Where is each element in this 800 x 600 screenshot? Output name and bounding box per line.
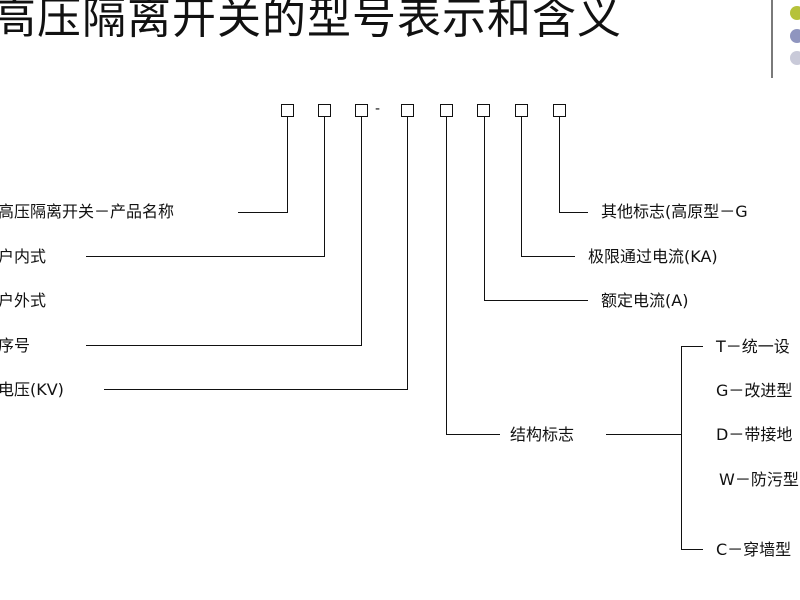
label-limit-current: 极限通过电流(KA) — [588, 247, 718, 266]
connector-box8-vertical — [559, 117, 561, 213]
connector-box7-horizontal — [521, 256, 575, 258]
page-title: 高压隔离开关的型号表示和含义 — [0, 0, 622, 44]
structure-code-t: T－统一设 — [716, 337, 790, 356]
code-separator: - — [375, 101, 381, 117]
structure-code-w: W－防污型 — [719, 470, 799, 489]
connector-box1-vertical — [287, 117, 289, 213]
label-voltage: 电压(KV) — [0, 380, 64, 399]
connector-box6-vertical — [484, 117, 486, 301]
label-other-marks: 其他标志(高原型－G — [601, 202, 748, 221]
connector-box2-horizontal — [86, 256, 325, 258]
label-indoor: 户内式 — [0, 247, 47, 266]
connector-box4-vertical — [407, 117, 409, 390]
decorative-dot-green — [790, 6, 800, 20]
code-box-6 — [477, 104, 490, 117]
decorative-dot-light — [790, 51, 800, 65]
structure-code-c: C－穿墙型 — [716, 540, 792, 559]
connector-box3-vertical — [361, 117, 363, 346]
code-box-1 — [281, 104, 294, 117]
code-box-2 — [318, 104, 331, 117]
label-product-name: 高压隔离开关－产品名称 — [0, 202, 175, 221]
label-structure-mark: 结构标志 — [510, 425, 575, 444]
connector-box5-vertical — [446, 117, 448, 435]
connector-box1-horizontal — [238, 212, 288, 214]
connector-box7-vertical — [521, 117, 523, 257]
bracket-bottom-tick — [681, 549, 703, 551]
decorative-divider — [771, 0, 773, 78]
code-box-7 — [515, 104, 528, 117]
bracket-top-tick — [681, 346, 703, 348]
decorative-dot-purple — [790, 29, 800, 43]
label-rated-current: 额定电流(A) — [601, 291, 689, 310]
code-box-4 — [401, 104, 414, 117]
connector-box6-horizontal — [484, 300, 588, 302]
code-box-8 — [553, 104, 566, 117]
code-box-3 — [355, 104, 368, 117]
label-serial-number: 序号 — [0, 336, 31, 355]
code-box-5 — [440, 104, 453, 117]
structure-code-g: G－改进型 — [716, 381, 793, 400]
connector-box3-horizontal — [86, 345, 362, 347]
bracket-stem — [606, 434, 682, 436]
bracket-vertical — [681, 346, 683, 550]
label-outdoor: 户外式 — [0, 291, 47, 310]
connector-box8-horizontal — [559, 212, 588, 214]
structure-code-d: D－带接地 — [716, 425, 793, 444]
connector-box2-vertical — [324, 117, 326, 257]
connector-box5-horizontal — [446, 434, 500, 436]
connector-box4-horizontal — [104, 389, 408, 391]
